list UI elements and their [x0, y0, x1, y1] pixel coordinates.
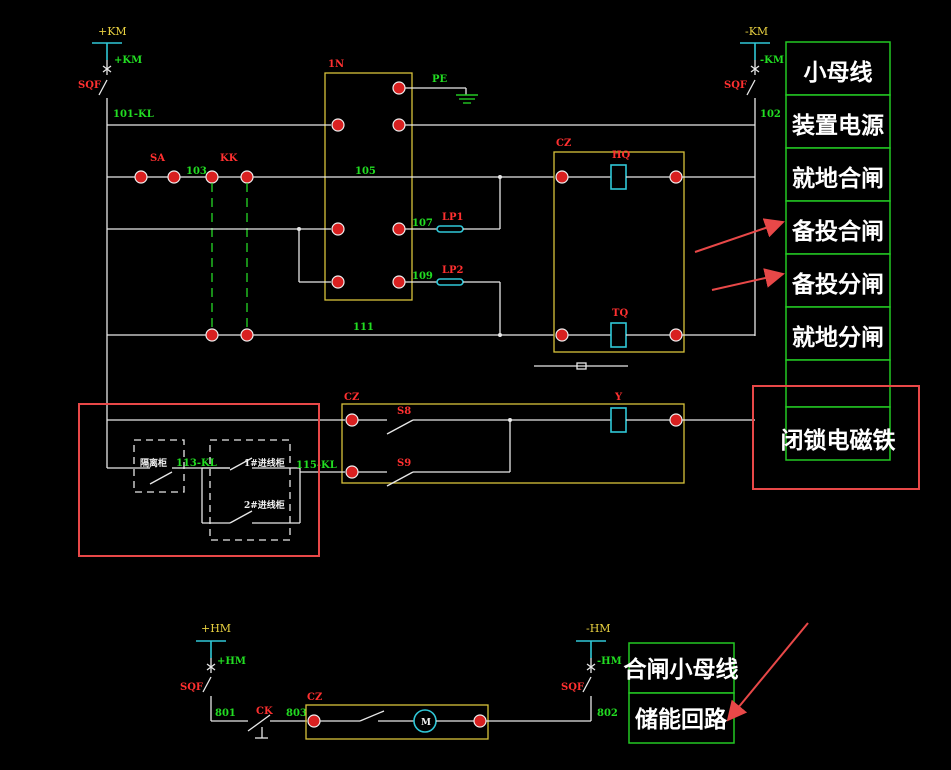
- legend-small-bus: 小母线: [804, 59, 873, 86]
- bottom-right-breaker-label: SQF: [561, 682, 584, 693]
- wire-107-label: 107: [412, 218, 433, 229]
- legend-lock-magnet: 闭锁电磁铁: [781, 427, 896, 454]
- arrow-energy-storage: [726, 622, 809, 722]
- wire-111-label: 111: [353, 322, 374, 333]
- bottom-cz-box: [305, 704, 489, 740]
- bottom-left-breaker-label: SQF: [180, 682, 203, 693]
- isolation-cabinet-label: 隔离柜: [140, 457, 167, 469]
- tq-label: TQ: [612, 308, 628, 319]
- sa-label: SA: [150, 153, 165, 164]
- wire-109-label: 109: [412, 271, 433, 282]
- legend-energy-storage: 储能回路: [635, 706, 728, 733]
- device-1n-label: 1N: [328, 59, 344, 70]
- bottom-positive-bus: +HM +HM SQF: [180, 622, 246, 721]
- kk-label: KK: [220, 153, 238, 164]
- wire-101-label: 101-KL: [113, 109, 154, 120]
- arrow-backup-open: [711, 268, 785, 291]
- legend-local-open: 就地分闸: [792, 324, 884, 351]
- negative-bus-symbol: -KM -KM: [740, 25, 784, 66]
- positive-bus-symbol: +KM +KM: [92, 25, 142, 66]
- bottom-cz-label: CZ: [307, 692, 322, 703]
- wire-102-label: 102: [760, 109, 781, 120]
- motor-label: M: [421, 718, 431, 728]
- isolation-cabinet-box: [133, 439, 185, 493]
- bottom-positive-label: +HM: [201, 622, 231, 635]
- left-breaker-label: SQF: [78, 80, 101, 91]
- annotation-box-left: [78, 403, 320, 557]
- bottom-negative-small-label: -HM: [597, 656, 622, 667]
- lp1-label: LP1: [442, 212, 464, 223]
- legend-close-small-bus: 合闸小母线: [624, 656, 739, 683]
- legend-backup-close: 备投合闸: [791, 218, 884, 245]
- left-circuit-breaker: SQF: [78, 60, 112, 108]
- s9-label: S9: [397, 458, 411, 469]
- wire-113-label: 113-KL: [176, 458, 217, 469]
- positive-bus-label: +KM: [98, 25, 127, 38]
- legend-bottom: 合闸小母线 储能回路: [624, 642, 739, 744]
- wire-115-label: 115-KL: [296, 460, 337, 471]
- negative-bus-label: -KM: [745, 25, 768, 38]
- right-circuit-breaker: SQF: [724, 60, 760, 108]
- positive-bus-small-label: +KM: [114, 55, 142, 66]
- wire-105-label: 105: [355, 166, 376, 177]
- bottom-positive-small-label: +HM: [217, 656, 246, 667]
- right-breaker-label: SQF: [724, 80, 747, 91]
- cz-coil-box: [553, 151, 685, 353]
- legend-backup-open: 备投分闸: [791, 271, 884, 298]
- cz-lock-label: CZ: [344, 392, 359, 403]
- wire-801-label: 801: [215, 708, 236, 719]
- arrow-backup-close: [694, 218, 785, 253]
- cz-upper-label: CZ: [556, 138, 571, 149]
- incoming-1-label: 1#进线柜: [244, 457, 285, 469]
- bottom-negative-label: -HM: [586, 622, 611, 635]
- ck-label: CK: [256, 706, 273, 717]
- wire-803-label: 803: [286, 708, 307, 719]
- incoming-cabinets-box: [209, 439, 291, 541]
- legend-device-power: 装置电源: [792, 112, 884, 139]
- hq-label: HQ: [612, 150, 630, 161]
- annotation-box-right: [752, 385, 920, 490]
- wire-103-label: 103: [186, 166, 207, 177]
- legend-local-close: 就地合闸: [792, 165, 884, 192]
- device-1n-box: [324, 72, 413, 301]
- s8-label: S8: [397, 406, 411, 417]
- lp2-label: LP2: [442, 265, 464, 276]
- incoming-2-label: 2#进线柜: [244, 499, 285, 511]
- bottom-negative-bus: -HM -HM SQF: [561, 622, 622, 721]
- cz-lock-box: [341, 403, 685, 484]
- legend-top: 小母线 装置电源 就地合闸 备投合闸 备投分闸 就地分闸 闭锁电磁铁: [781, 41, 896, 461]
- pe-label: PE: [432, 74, 448, 85]
- y-label: Y: [614, 392, 623, 403]
- negative-bus-small-label: -KM: [760, 55, 784, 66]
- wire-802-label: 802: [597, 708, 618, 719]
